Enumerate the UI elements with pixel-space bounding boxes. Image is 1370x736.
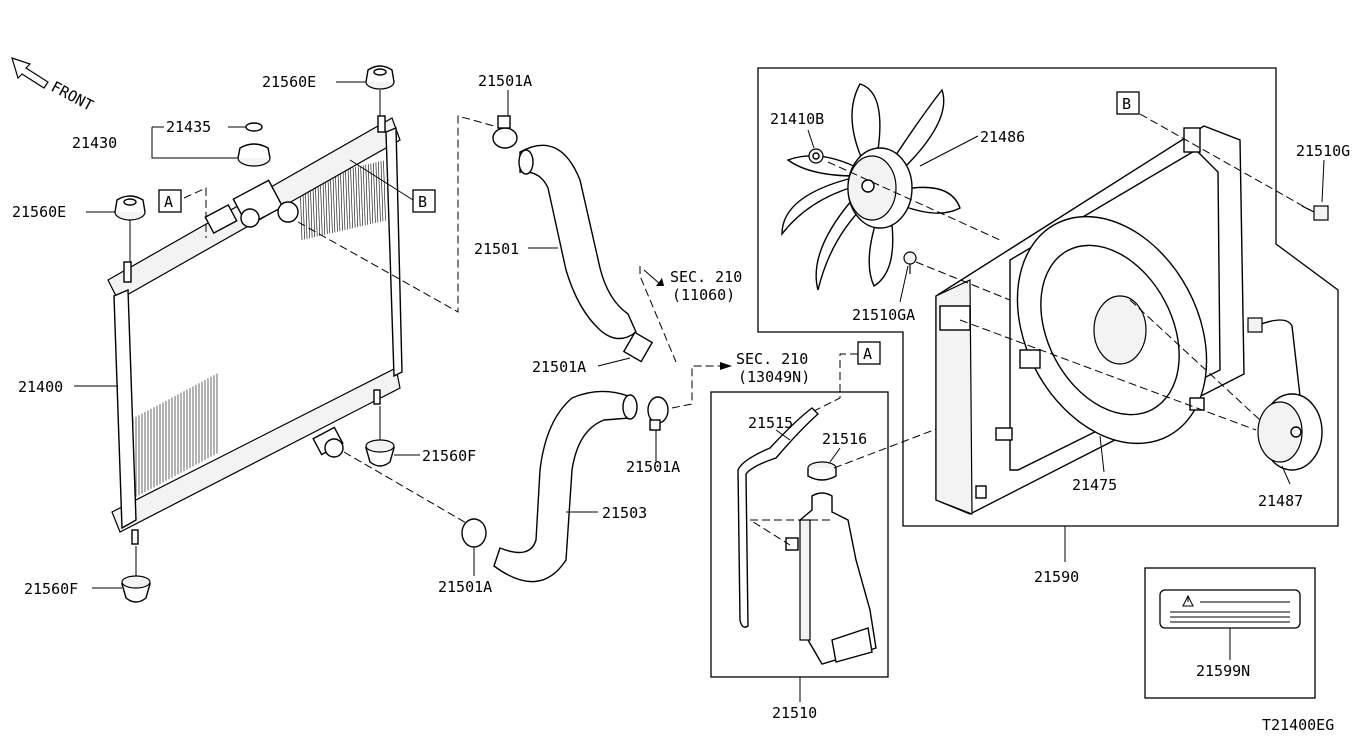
- callout-box-a-radiator: [158, 189, 182, 213]
- radiator-fin: [362, 165, 366, 226]
- callout-b-fan: B: [1122, 95, 1131, 113]
- radiator-fin: [322, 174, 326, 235]
- radiator-fin: [355, 167, 358, 228]
- callout-a-reservoir: A: [863, 345, 872, 363]
- sec1-code: (11060): [672, 286, 735, 304]
- shroud-screw: [903, 251, 917, 274]
- radiator-fin: [360, 165, 364, 226]
- radiator-fin: [378, 161, 381, 222]
- part-21501A-top: 21501A: [478, 72, 532, 90]
- part-21475: 21475: [1072, 476, 1117, 494]
- callout-box-b-fan: [1116, 91, 1140, 115]
- radiator-cap: [237, 143, 271, 167]
- mount-rubber-top: [365, 65, 395, 90]
- part-21501A-right: 21501A: [626, 458, 680, 476]
- callout-a-radiator: A: [164, 193, 173, 211]
- part-21560F-right: 21560F: [422, 447, 476, 465]
- callout-box-a-reservoir: [857, 341, 881, 365]
- part-21560E-top: 21560E: [262, 73, 316, 91]
- radiator-fin: [383, 160, 386, 221]
- radiator-fin: [330, 172, 333, 233]
- part-21560E-left: 21560E: [12, 203, 66, 221]
- fan-group-frame: [757, 67, 1339, 527]
- part-21501: 21501: [474, 240, 519, 258]
- radiator-fin: [380, 161, 384, 222]
- radiator-fin: [367, 164, 371, 225]
- front-arrow-icon: [11, 57, 49, 89]
- clamp-mid: [622, 331, 654, 363]
- part-21516: 21516: [822, 430, 867, 448]
- mount-rubber-lower-right: [365, 439, 395, 467]
- part-21510G: 21510G: [1296, 142, 1350, 160]
- fan-motor: [1247, 317, 1323, 471]
- sec1-title: SEC. 210: [670, 268, 742, 286]
- mount-rubber-left: [114, 195, 146, 221]
- radiator-fin: [337, 171, 341, 232]
- radiator-fin: [350, 168, 353, 229]
- part-21510GA: 21510GA: [852, 306, 915, 324]
- diagram-code: T21400EG: [1262, 716, 1334, 734]
- fan-shroud: [935, 125, 1245, 515]
- part-21560F-bottom: 21560F: [24, 580, 78, 598]
- radiator-fin: [340, 170, 343, 231]
- part-21590: 21590: [1034, 568, 1079, 586]
- part-21501A-bottom: 21501A: [438, 578, 492, 596]
- cap-seal: [245, 122, 263, 132]
- front-label: FRONT: [48, 78, 96, 115]
- part-21510: 21510: [772, 704, 817, 722]
- sec2-title: SEC. 210: [736, 350, 808, 368]
- radiator-fin: [375, 162, 379, 223]
- part-21486: 21486: [980, 128, 1025, 146]
- radiator-fin: [357, 166, 361, 227]
- sec2-arrow-icon: [720, 362, 732, 370]
- lower-hose: [493, 390, 638, 583]
- radiator-fin: [347, 168, 351, 229]
- radiator-fin: [342, 169, 346, 231]
- radiator: [107, 115, 403, 545]
- reservoir-tank: [785, 492, 877, 665]
- part-21501A-mid: 21501A: [532, 358, 586, 376]
- warning-label-frame: [1144, 567, 1316, 699]
- radiator-fin: [352, 167, 356, 228]
- radiator-fin: [365, 164, 369, 225]
- warning-label: [1159, 589, 1301, 629]
- part-21410B: 21410B: [770, 110, 824, 128]
- part-21515: 21515: [748, 414, 793, 432]
- mount-rubber-lower-left: [121, 575, 151, 603]
- radiator-fin: [324, 174, 328, 235]
- fan-nut: [808, 148, 824, 164]
- part-21487: 21487: [1258, 492, 1303, 510]
- upper-hose: [518, 144, 637, 340]
- part-21430: 21430: [72, 134, 117, 152]
- callout-b-radiator: B: [418, 193, 427, 211]
- callout-box-b-radiator: [412, 189, 436, 213]
- radiator-fin: [327, 173, 331, 234]
- part-21435: 21435: [166, 118, 211, 136]
- clamp-top: [492, 115, 518, 149]
- clamp-bottom: [461, 518, 487, 548]
- shroud-bolt: [1301, 205, 1329, 221]
- sec-arrow-icon: [643, 269, 664, 286]
- radiator-fin: [335, 171, 338, 232]
- sec2-code: (13049N): [738, 368, 810, 386]
- part-21599N: 21599N: [1196, 662, 1250, 680]
- reservoir-cap: [807, 461, 837, 481]
- part-21400: 21400: [18, 378, 63, 396]
- fan-blades: [781, 83, 961, 291]
- clamp-right: [647, 396, 669, 431]
- part-21503: 21503: [602, 504, 647, 522]
- reservoir-hose: [737, 407, 820, 628]
- radiator-fin: [332, 172, 336, 233]
- radiator-fin: [345, 169, 348, 230]
- radiator-fin: [373, 162, 376, 223]
